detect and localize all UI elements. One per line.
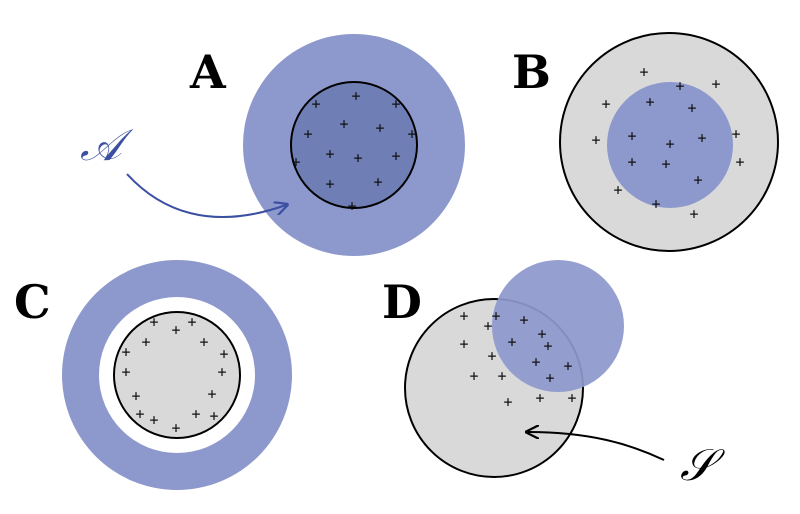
sample-marker: + (141, 333, 150, 351)
sample-marker: + (339, 115, 348, 133)
panel-b-blue-region (607, 82, 733, 208)
sample-marker: + (347, 197, 356, 215)
sample-marker: + (131, 387, 140, 405)
panel-c-set-circle (113, 311, 241, 439)
sample-marker: + (311, 95, 320, 113)
sample-marker: + (537, 325, 546, 343)
panel-d-markers: +++++++++++++++++ (459, 307, 576, 411)
sample-marker: + (735, 153, 744, 171)
panel-b-markers: ++++++++++++++++++ (591, 63, 744, 223)
sample-marker: + (639, 63, 648, 81)
panel-d: D +++++++++++++++++ 𝒮 (382, 260, 725, 491)
sample-marker: + (689, 205, 698, 223)
sample-marker: + (207, 385, 216, 403)
sample-marker: + (503, 393, 512, 411)
sample-marker: + (601, 95, 610, 113)
sample-marker: + (661, 155, 670, 173)
sample-marker: + (351, 87, 360, 105)
panel-c-label: C (14, 275, 51, 329)
sample-marker: + (697, 129, 706, 147)
sample-marker: + (191, 405, 200, 423)
sample-marker: + (543, 337, 552, 355)
sample-marker: + (627, 153, 636, 171)
sample-marker: + (519, 311, 528, 329)
sample-marker: + (535, 389, 544, 407)
panel-d-blue-region (492, 260, 624, 392)
panel-a: A ++++++++++++++ 𝒜 (80, 34, 465, 256)
set-s-label: 𝒮 (680, 440, 725, 491)
sample-marker: + (711, 75, 720, 93)
sample-marker: + (483, 317, 492, 335)
sample-marker: + (567, 389, 576, 407)
sample-marker: + (591, 131, 600, 149)
sample-marker: + (219, 345, 228, 363)
sample-marker: + (209, 407, 218, 425)
panel-d-label: D (382, 275, 422, 329)
sample-marker: + (149, 411, 158, 429)
sample-marker: + (675, 77, 684, 95)
sample-marker: + (149, 313, 158, 331)
panel-b: B ++++++++++++++++++ (512, 32, 779, 252)
sample-marker: + (407, 125, 416, 143)
sample-marker: + (171, 419, 180, 437)
sample-marker: + (491, 307, 500, 325)
sample-marker: + (459, 307, 468, 325)
sample-marker: + (459, 335, 468, 353)
panel-a-label: A (189, 45, 227, 99)
sample-marker: + (325, 145, 334, 163)
sample-marker: + (217, 363, 226, 381)
sample-marker: + (627, 127, 636, 145)
sample-marker: + (693, 171, 702, 189)
sample-marker: + (187, 313, 196, 331)
sample-marker: + (291, 153, 300, 171)
panel-c: C ++++++++++++++++ (14, 260, 292, 490)
sample-marker: + (121, 363, 130, 381)
sample-marker: + (507, 333, 516, 351)
sample-marker: + (391, 147, 400, 165)
sample-marker: + (171, 321, 180, 339)
sample-marker: + (303, 125, 312, 143)
sample-marker: + (121, 343, 130, 361)
sample-marker: + (645, 93, 654, 111)
sample-marker: + (531, 353, 540, 371)
sample-marker: + (375, 119, 384, 137)
panel-b-label: B (512, 45, 551, 99)
panel-a-set-circle (290, 81, 418, 209)
sample-marker: + (731, 125, 740, 143)
set-s-arrow (528, 432, 665, 461)
sample-marker: + (391, 95, 400, 113)
sample-marker: + (353, 149, 362, 167)
panel-c-markers: ++++++++++++++++ (121, 313, 228, 437)
set-a-label: 𝒜 (80, 120, 134, 171)
sample-marker: + (651, 195, 660, 213)
sample-marker: + (325, 175, 334, 193)
panel-a-markers: ++++++++++++++ (291, 87, 416, 215)
sample-marker: + (563, 357, 572, 375)
sample-marker: + (135, 405, 144, 423)
sample-marker: + (687, 99, 696, 117)
sample-marker: + (613, 181, 622, 199)
sample-marker: + (545, 369, 554, 387)
sample-marker: + (665, 135, 674, 153)
sample-marker: + (487, 347, 496, 365)
sample-marker: + (199, 333, 208, 351)
sample-marker: + (373, 173, 382, 191)
set-a-arrow (126, 173, 286, 218)
sample-marker: + (497, 367, 506, 385)
sample-marker: + (469, 367, 478, 385)
